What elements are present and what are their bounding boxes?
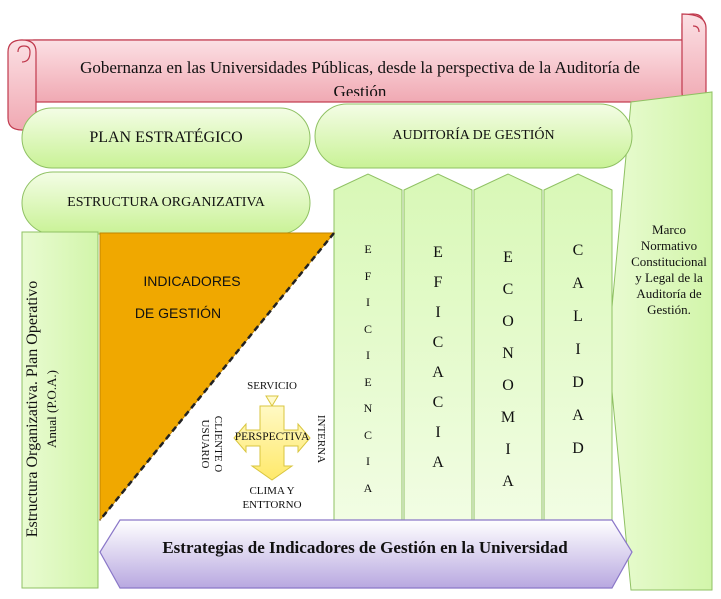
column-letter: F (433, 274, 443, 291)
estrategias-label: Estrategias de Indicadores de Gestión en… (162, 538, 568, 557)
perspectiva-bottom-2: ENTTORNO (242, 499, 302, 511)
perspectiva-bottom-1: CLIMA Y (249, 485, 295, 497)
column-letter: I (435, 424, 441, 441)
column-letter: C (432, 394, 444, 411)
estrategias-banner (99, 519, 633, 589)
column-letter: I (575, 341, 581, 358)
column-letter: A (572, 407, 584, 424)
dashed-diagonal (99, 232, 335, 521)
column-letter: O (502, 313, 514, 330)
column-letter: A (363, 480, 373, 495)
column-letter: D (572, 374, 584, 391)
perspectiva-center: PERSPECTIVA (234, 431, 310, 443)
column-letter: C (572, 242, 584, 259)
title-scroll (7, 13, 707, 131)
column-letter: E (433, 244, 443, 261)
column-letter: M (500, 409, 516, 426)
left-vertical-box (21, 231, 99, 589)
column-letter: N (502, 345, 514, 362)
column-letter: I (505, 441, 511, 458)
column-letter: N (363, 401, 373, 415)
column-calidad-shape (543, 173, 613, 525)
column-letter: C (502, 281, 514, 298)
indicadores-line1: INDICADORES (143, 273, 241, 289)
column-letter: C (432, 334, 444, 351)
left-vertical-sub: Anual (P.O.A.) (44, 370, 59, 448)
column-eficacia-shape (403, 173, 473, 525)
column-letter: C (363, 321, 372, 336)
left-vertical-main: Estructura Organizativa. Plan Operativo (24, 280, 41, 538)
column-letter: I (366, 295, 370, 309)
indicadores-line2: DE GESTIÓN (134, 305, 222, 321)
column-letter: F (364, 268, 372, 283)
column-letter: D (572, 440, 584, 457)
column-eficiencia-shape (333, 173, 403, 525)
column-letter: A (502, 473, 514, 490)
column-letter: E (503, 249, 513, 266)
column-letter: A (432, 454, 444, 471)
auditoria-pill (314, 103, 633, 169)
column-letter: E (364, 374, 372, 389)
column-letter: L (573, 308, 583, 325)
column-letter: I (366, 348, 370, 362)
estructura-organizativa-label: ESTRUCTURA ORGANIZATIVA (67, 195, 265, 210)
column-letter: E (364, 242, 372, 256)
column-letter: I (366, 454, 370, 468)
perspectiva-right: INTERNA (315, 414, 327, 464)
column-letter: A (572, 275, 584, 292)
page-title: Gobernanza en las Universidades Públicas… (80, 58, 640, 96)
column-letter: I (435, 304, 441, 321)
auditoria-label: AUDITORÍA DE GESTIÓN (392, 128, 555, 143)
column-economia-shape (473, 173, 543, 525)
column-letter: A (432, 364, 444, 381)
plan-estrategico-label: PLAN ESTRATÉGICO (89, 129, 243, 146)
column-letter: O (502, 377, 514, 394)
plan-estrategico-pill (21, 107, 311, 169)
marco-text: Marco Normativo Constitucional y Legal d… (631, 222, 707, 317)
perspectiva-top: SERVICIO (247, 380, 297, 392)
column-letter: C (363, 427, 372, 442)
perspectiva-left: CLIENTE O USUARIO (199, 415, 224, 473)
left-vertical-text: Estructura Organizativa. Plan Operativo … (23, 247, 65, 571)
perspectiva-cross (233, 395, 311, 481)
